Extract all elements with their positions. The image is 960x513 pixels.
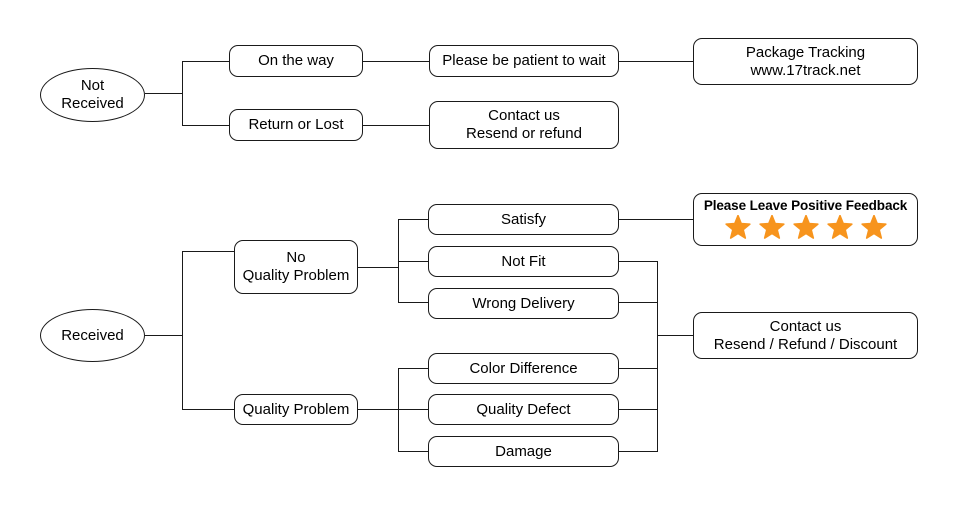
connector-satisfy-to-feedback (619, 219, 694, 221)
node-not-received-line2: Received (61, 95, 124, 112)
node-leave-positive-feedback[interactable]: Please Leave Positive Feedback (693, 193, 918, 246)
connector-return-to-contact (363, 125, 431, 127)
node-not-fit-label: Not Fit (501, 252, 546, 270)
connector-wrong-delivery-to-bus (619, 302, 658, 304)
node-resolution-line2: Resend / Refund / Discount (713, 335, 898, 353)
node-quality-defect[interactable]: Quality Defect (428, 394, 619, 425)
connector-to-return-or-lost (182, 125, 230, 127)
node-damage-label: Damage (495, 442, 552, 460)
connector-to-no-quality-problem (182, 251, 234, 253)
connector-merge-bus (657, 261, 659, 452)
node-not-fit[interactable]: Not Fit (428, 246, 619, 277)
node-damage[interactable]: Damage (428, 436, 619, 467)
connector-bus-to-resolution (657, 335, 694, 337)
connector-qp-to-color-difference (398, 368, 429, 370)
connector-not-received-split (182, 61, 184, 126)
node-quality-problem-label: Quality Problem (242, 400, 350, 418)
node-satisfy[interactable]: Satisfy (428, 204, 619, 235)
node-quality-problem[interactable]: Quality Problem (234, 394, 358, 425)
node-not-received-line1: Not (80, 77, 105, 95)
node-return-or-lost[interactable]: Return or Lost (229, 109, 363, 141)
node-received-label: Received (61, 326, 124, 344)
connector-qp-to-quality-defect (398, 409, 429, 411)
node-wrong-delivery[interactable]: Wrong Delivery (428, 288, 619, 319)
star-icon[interactable] (792, 214, 819, 241)
node-contact-us-resolution[interactable]: Contact us Resend / Refund / Discount (693, 312, 918, 359)
connector-to-on-the-way (182, 61, 230, 63)
node-package-tracking-line1: Package Tracking (745, 43, 866, 61)
connector-color-difference-to-bus (619, 368, 658, 370)
connector-not-fit-to-bus (619, 261, 658, 263)
star-icon[interactable] (724, 214, 751, 241)
connector-nqp-to-wrong-delivery (398, 302, 429, 304)
star-icon[interactable] (860, 214, 887, 241)
star-icon[interactable] (826, 214, 853, 241)
connector-received-split (182, 251, 184, 410)
node-please-be-patient-label: Please be patient to wait (442, 52, 606, 70)
node-package-tracking[interactable]: Package Tracking www.17track.net (693, 38, 918, 85)
node-not-received[interactable]: Not Received (40, 68, 145, 122)
node-color-difference[interactable]: Color Difference (428, 353, 619, 384)
connector-qp-stem (358, 409, 399, 411)
node-color-difference-label: Color Difference (469, 359, 578, 377)
connector-on-the-way-to-wait (363, 61, 431, 63)
connector-received-root (145, 335, 183, 337)
node-contact-us-line1: Contact us (488, 107, 560, 125)
node-contact-us-resend-or-refund[interactable]: Contact us Resend or refund (429, 101, 619, 149)
node-package-tracking-url: www.17track.net (750, 61, 861, 79)
star-icon[interactable] (758, 214, 785, 241)
node-wrong-delivery-label: Wrong Delivery (472, 294, 575, 312)
connector-quality-defect-to-bus (619, 409, 658, 411)
connector-nqp-stem (358, 267, 399, 269)
node-no-quality-problem[interactable]: No Quality Problem (234, 240, 358, 294)
connector-not-received-root (145, 93, 183, 95)
node-satisfy-label: Satisfy (500, 210, 546, 228)
connector-qp-to-damage (398, 451, 429, 453)
node-received[interactable]: Received (40, 309, 145, 362)
connector-nqp-to-not-fit (398, 261, 429, 263)
node-no-quality-problem-line2: Quality Problem (242, 267, 350, 284)
connector-damage-to-bus (619, 451, 658, 453)
node-please-be-patient[interactable]: Please be patient to wait (429, 45, 619, 77)
node-no-quality-problem-line1: No (286, 249, 306, 267)
node-on-the-way-label: On the way (258, 52, 334, 70)
connector-nqp-to-satisfy (398, 219, 429, 221)
feedback-content: Please Leave Positive Feedback (704, 198, 907, 241)
node-on-the-way[interactable]: On the way (229, 45, 363, 77)
connector-wait-to-tracking (619, 61, 694, 63)
node-resolution-line1: Contact us (769, 317, 842, 335)
node-return-or-lost-label: Return or Lost (248, 116, 344, 134)
rating-stars[interactable] (724, 214, 887, 241)
connector-to-quality-problem (182, 409, 234, 411)
node-contact-us-line2: Resend or refund (466, 125, 582, 142)
feedback-title: Please Leave Positive Feedback (703, 198, 908, 214)
node-quality-defect-label: Quality Defect (476, 400, 571, 418)
